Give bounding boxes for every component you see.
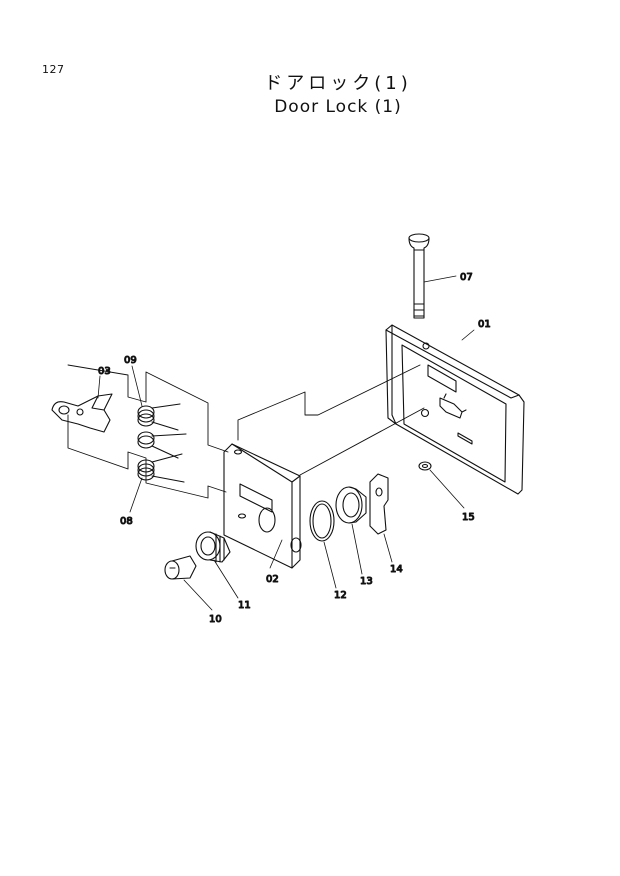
latch-body [51, 393, 113, 433]
lock-case-part-02 [223, 443, 302, 569]
spring-09-leg-b [151, 421, 179, 431]
spring-09-coil-2 [137, 409, 155, 423]
spring-08-leg-a [151, 453, 183, 463]
leader-01 [461, 329, 475, 341]
leader-10 [183, 579, 213, 611]
callout-02: 02 [266, 574, 279, 585]
callout-01: 01 [478, 319, 491, 330]
callout-08: 08 [120, 516, 133, 527]
spring-part-09 [137, 403, 181, 431]
leader-07 [423, 275, 457, 283]
spring-08-coil-2 [137, 463, 155, 477]
spring-middle-leg-a [151, 433, 187, 437]
spring-part-08 [137, 453, 185, 483]
frame-screw-detail [443, 393, 467, 413]
bolt-head [408, 233, 430, 243]
bolt-shank [413, 249, 425, 319]
washer-part-15 [418, 461, 432, 471]
callout-12: 12 [334, 590, 347, 601]
housing-body [209, 531, 231, 563]
latch-pivot [58, 405, 70, 415]
frame-outer [385, 324, 525, 495]
nut-part-13 [335, 486, 367, 524]
latch-hook [91, 395, 105, 411]
latch-part-03 [51, 393, 113, 433]
case-cylinder-boss [258, 507, 276, 533]
spring-08-coil-3 [137, 467, 155, 481]
callout-14: 14 [390, 564, 403, 575]
title-block: ドアロック(1) Door Lock (1) [0, 72, 620, 118]
cylinder-face [164, 560, 180, 580]
leader-09 [131, 365, 143, 407]
case-hole-bottom [237, 513, 247, 519]
leader-11 [213, 559, 239, 599]
case-hole-top [233, 449, 243, 455]
reference-line-left [67, 364, 229, 453]
key-cylinder-part-10 [164, 555, 197, 580]
nut-side [348, 486, 367, 524]
cam-plate-hole [375, 487, 383, 497]
callout-09: 09 [124, 355, 137, 366]
cylinder-housing-part-11 [195, 531, 231, 563]
callout-labels: 07 01 03 09 08 02 11 10 12 13 14 15 [97, 271, 491, 625]
o-ring-part-12 [309, 500, 335, 542]
callout-13: 13 [360, 576, 373, 587]
leader-08 [129, 477, 143, 513]
frame-flange-edge [391, 324, 397, 425]
reference-line-left-lower [67, 414, 227, 499]
spring-middle [137, 431, 187, 459]
spring-09-leg-a [151, 403, 181, 409]
callout-10: 10 [209, 614, 222, 625]
leader-03 [97, 375, 101, 399]
callout-07: 07 [460, 272, 473, 283]
assembly-reference-lines [67, 364, 425, 499]
o-ring-inner [312, 503, 332, 539]
housing-flange-inner [200, 536, 216, 556]
spring-middle-coil-1 [137, 431, 155, 445]
bolt-head-body [408, 237, 430, 251]
frame-latch-bracket [439, 397, 463, 419]
callout-11: 11 [238, 600, 251, 611]
nut-inner [342, 492, 360, 518]
spring-09-coil-1 [137, 405, 155, 419]
washer-hole [421, 463, 429, 469]
page-title-english: Door Lock (1) [274, 97, 402, 117]
case-side [291, 475, 301, 569]
cylinder-body [171, 555, 197, 580]
page-number: 127 [42, 63, 65, 76]
spring-middle-coil-2 [137, 435, 155, 449]
frame-top-edge [385, 329, 520, 399]
reference-line-middle [299, 407, 425, 476]
housing-thread [215, 533, 225, 563]
case-top [231, 443, 293, 483]
reference-line-top [237, 364, 421, 441]
case-knob [290, 537, 302, 553]
nut-outer [335, 486, 363, 524]
latch-pin [76, 408, 84, 416]
bolt-thread [413, 303, 425, 317]
leader-02 [269, 539, 283, 569]
frame-bolt-hole [422, 342, 430, 350]
frame-window [427, 364, 457, 393]
leader-14 [383, 533, 393, 563]
leader-13 [351, 523, 363, 575]
frame-inner [401, 344, 507, 483]
callout-03: 03 [98, 366, 111, 377]
leader-12 [323, 541, 337, 589]
frame-slot [457, 432, 473, 445]
leader-15 [429, 469, 465, 509]
spring-08-coil-1 [137, 459, 155, 473]
spring-08-leg-b [151, 475, 185, 483]
bolt-part-07 [408, 233, 430, 319]
spring-09-coil-3 [137, 413, 155, 427]
callout-15: 15 [462, 512, 475, 523]
callout-leader-lines [97, 275, 475, 611]
frame-boss [420, 408, 430, 418]
cam-plate-part-14 [369, 473, 389, 535]
lock-frame-part-01 [385, 324, 525, 495]
page-title-japanese: ドアロック(1) [264, 73, 412, 94]
case-recess [239, 483, 273, 513]
